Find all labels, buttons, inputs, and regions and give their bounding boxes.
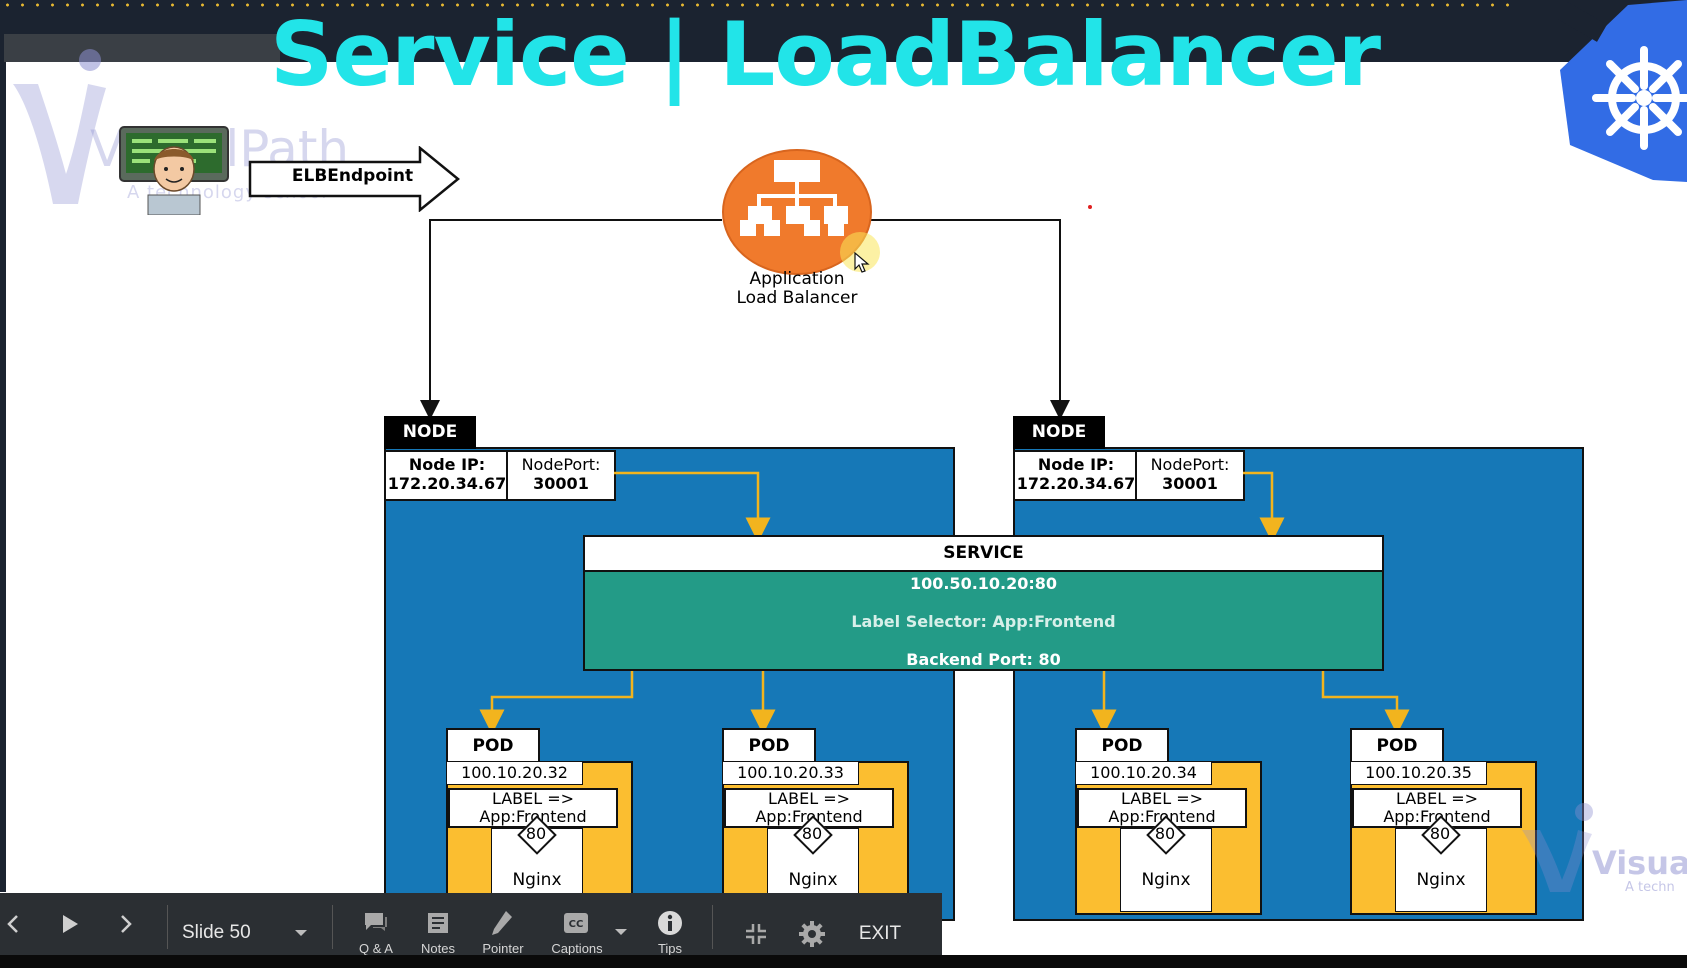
toolbar-separator: [712, 905, 713, 949]
chevron-right-icon[interactable]: [119, 914, 133, 934]
node-2-ip-box: Node IP: 172.20.34.67: [1013, 450, 1139, 501]
node-1-nodeport-label: NodePort:: [521, 455, 601, 474]
slide-header-band: [0, 0, 1687, 62]
exit-button[interactable]: EXIT: [858, 923, 902, 944]
notes-label[interactable]: Notes: [421, 941, 455, 956]
notes-icon[interactable]: [426, 911, 450, 935]
visualpath-watermark-right-tagline: A techn: [1625, 880, 1675, 895]
chevron-left-icon[interactable]: [6, 914, 20, 934]
tips-label[interactable]: Tips: [657, 941, 683, 956]
elb-endpoint-label: ELBEndpoint: [291, 166, 414, 186]
user-laptop-icon: [119, 126, 229, 215]
slide-left-edge: [0, 62, 6, 892]
pod-4-port: 80: [1429, 824, 1451, 843]
elb-endpoint-arrow-icon: [248, 146, 460, 212]
node-1-tab: NODE: [384, 416, 476, 449]
node-1-nodeport-box: NodePort: 30001: [506, 450, 616, 501]
pointer-pen-icon[interactable]: [490, 909, 514, 937]
red-dot: [1088, 205, 1092, 209]
captions-dropdown-chevron-icon[interactable]: [614, 928, 628, 937]
slide-dropdown-chevron-icon[interactable]: [293, 928, 309, 938]
pod-3-tab: POD: [1075, 728, 1169, 763]
pod-1-port: 80: [525, 824, 547, 843]
slide-title: Service | LoadBalancer: [270, 3, 1381, 106]
node-1-nodeport-value: 30001: [533, 474, 589, 493]
svg-text:CC: CC: [569, 919, 584, 930]
node-2-nodeport-label: NodePort:: [1150, 455, 1230, 474]
node-2-nodeport-box: NodePort: 30001: [1135, 450, 1245, 501]
captions-label[interactable]: Captions: [551, 941, 603, 956]
pod-1-ip: 100.10.20.32: [446, 761, 583, 785]
pod-2-tab: POD: [722, 728, 816, 763]
kubernetes-logo-icon: [1560, 0, 1687, 182]
node-1-ip-label: Node IP:: [408, 455, 486, 474]
service-ip: 100.50.10.20:80: [909, 574, 1058, 593]
tips-info-icon[interactable]: [656, 909, 684, 937]
service-backend-port: Backend Port: 80: [906, 650, 1061, 669]
toolbar-separator: [332, 905, 333, 949]
pod-2-label-line2: App:Frontend: [755, 807, 863, 826]
pod-3-port: 80: [1154, 824, 1176, 843]
load-balancer-label-line2: Load Balancer: [736, 288, 858, 308]
pod-2-ip: 100.10.20.33: [722, 761, 859, 785]
pod-1: POD 100.10.20.32 LABEL => App:Frontend N…: [446, 728, 633, 918]
pod-3-label-line2: App:Frontend: [1108, 807, 1216, 826]
pod-1-tab: POD: [446, 728, 540, 763]
mouse-cursor-icon: [854, 252, 870, 273]
pod-1-label-line2: App:Frontend: [479, 807, 587, 826]
settings-gear-icon[interactable]: [798, 920, 826, 948]
slide-number-label[interactable]: Slide 50: [182, 922, 251, 943]
service-title: SERVICE: [583, 535, 1384, 572]
bottom-black-bar: [0, 955, 1687, 968]
captions-icon[interactable]: CC: [563, 912, 589, 934]
pod-3-ip: 100.10.20.34: [1075, 761, 1212, 785]
service-label-selector: Label Selector: App:Frontend: [851, 612, 1116, 631]
node-2-ip-label: Node IP:: [1037, 455, 1115, 474]
pod-2-label-line1: LABEL =>: [767, 789, 851, 808]
node-1-ip-box: Node IP: 172.20.34.67: [384, 450, 510, 501]
pod-2-port: 80: [801, 824, 823, 843]
pod-4: POD 100.10.20.35 LABEL => App:Frontend N…: [1350, 728, 1537, 918]
pointer-label[interactable]: Pointer: [482, 941, 524, 956]
pod-1-label-line1: LABEL =>: [491, 789, 575, 808]
visualpath-watermark-right-text: Visual: [1592, 844, 1687, 882]
qa-label[interactable]: Q & A: [359, 941, 393, 956]
load-balancer-label: Application Load Balancer: [700, 270, 894, 308]
pod-3: POD 100.10.20.34 LABEL => App:Frontend N…: [1075, 728, 1262, 918]
header-dot-border: [0, 2, 1520, 8]
toolbar-separator: [167, 905, 168, 949]
header-grey-strip: [4, 34, 280, 62]
play-icon[interactable]: [60, 913, 80, 935]
load-balancer-label-line1: Application: [749, 269, 845, 289]
pod-3-label-line1: LABEL =>: [1120, 789, 1204, 808]
pod-4-label-line2: App:Frontend: [1383, 807, 1491, 826]
pod-4-label-line1: LABEL =>: [1395, 789, 1479, 808]
exit-fullscreen-icon[interactable]: [744, 922, 768, 946]
visualpath-watermark-right-icon: [1522, 803, 1593, 892]
qa-icon[interactable]: [363, 911, 389, 935]
node-1-ip-value: 172.20.34.67: [387, 474, 507, 493]
node-2-nodeport-value: 30001: [1162, 474, 1218, 493]
pod-1-nginx-label: Nginx: [512, 870, 562, 890]
pod-1-label-box: LABEL => App:Frontend: [448, 788, 618, 828]
pod-4-tab: POD: [1350, 728, 1444, 763]
pod-4-nginx-label: Nginx: [1416, 870, 1466, 890]
application-load-balancer-icon: [722, 149, 872, 275]
service-body: 100.50.10.20:80 Label Selector: App:Fron…: [583, 570, 1384, 671]
pod-2-nginx-label: Nginx: [788, 870, 838, 890]
pod-4-ip: 100.10.20.35: [1350, 761, 1487, 785]
pod-3-nginx-label: Nginx: [1141, 870, 1191, 890]
node-2-ip-value: 172.20.34.67: [1016, 474, 1136, 493]
pod-3-nginx-container: Nginx: [1120, 828, 1212, 912]
node-2-tab: NODE: [1013, 416, 1105, 449]
pod-2: POD 100.10.20.33 LABEL => App:Frontend N…: [722, 728, 909, 918]
visualpath-watermark-icon: [13, 49, 106, 204]
presentation-toolbar: [0, 893, 942, 955]
